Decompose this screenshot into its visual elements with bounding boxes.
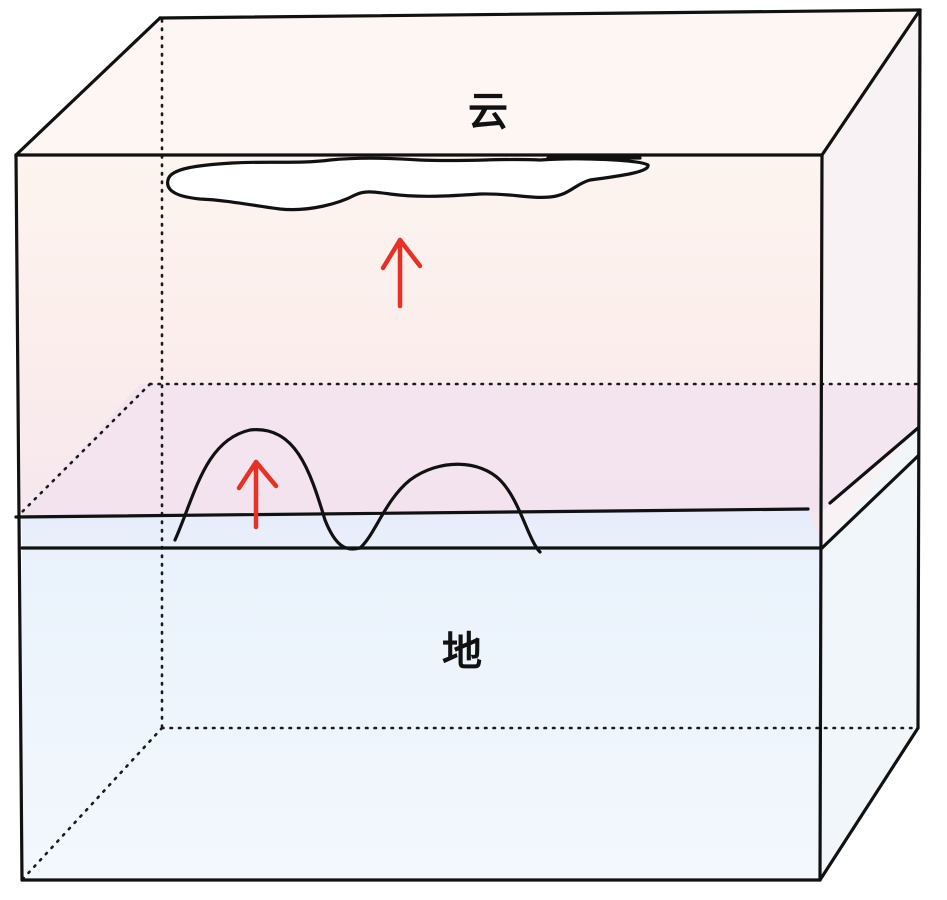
box-top-face [16, 10, 920, 155]
ground-label: 地 [442, 629, 482, 675]
box-bottom-right-edge [818, 726, 920, 882]
box-front-right-edge [818, 153, 824, 882]
inversion-band [22, 384, 918, 515]
box-back-right-edge [916, 8, 922, 730]
arrow-up-lower-icon [236, 459, 279, 530]
ground-layer [22, 508, 822, 880]
hill-left [173, 428, 362, 551]
box-top-back-edge [158, 8, 922, 20]
hill-right [358, 462, 542, 554]
cloud-label: 云 [468, 89, 508, 135]
ground-right-top-edge [828, 426, 920, 505]
box-top-left-edge [14, 16, 162, 157]
ground-right-slant-edge [820, 454, 920, 550]
hidden-front-bottom-left-edge [20, 726, 164, 882]
cloud-shape [166, 156, 650, 212]
box-top-right-edge [820, 8, 922, 157]
arrow-up-upper-icon [380, 237, 423, 309]
ground-right-face [820, 428, 918, 880]
ground-surface-line [14, 507, 810, 519]
